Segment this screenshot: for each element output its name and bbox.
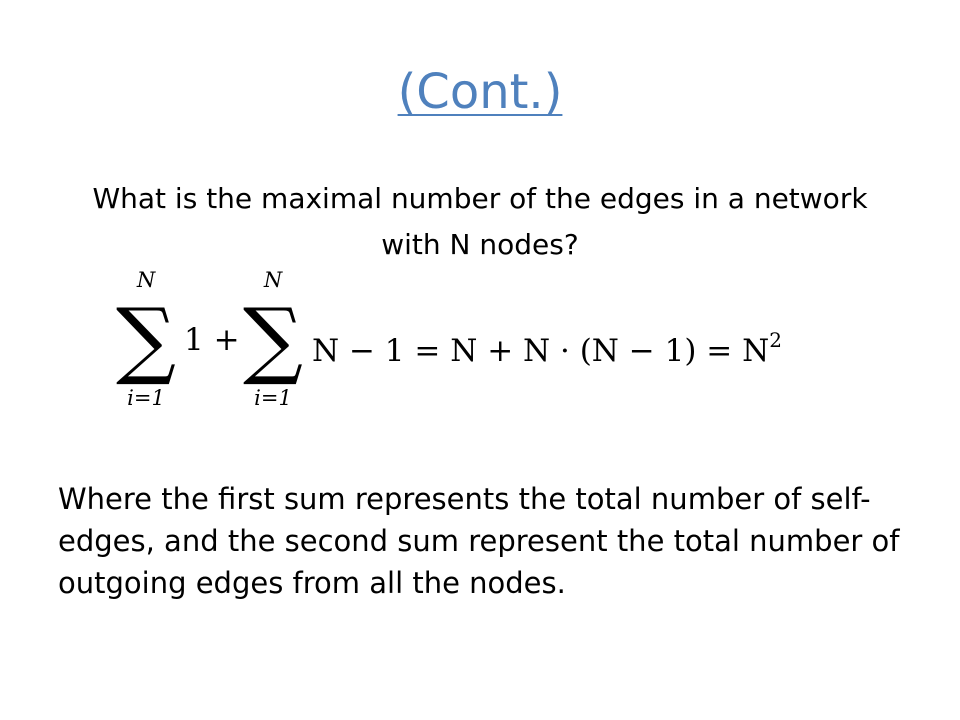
- explanation-text: Where the first sum represents the total…: [58, 482, 900, 600]
- slide-title[interactable]: (Cont.): [397, 64, 563, 120]
- sum1-upper-limit: N: [136, 268, 156, 292]
- sum2-body: N − 1 = N + N · (N − 1) = N2: [312, 320, 782, 371]
- sum1-body: 1 +: [184, 322, 240, 358]
- question-text: What is the maximal number of the edges …: [92, 182, 868, 261]
- sigma-symbols: ∑ ∑: [116, 290, 303, 388]
- formula: ∑ ∑ N i=1 1 + N i=1 N − 1 = N + N · (N −…: [0, 262, 960, 422]
- sigma-1: ∑: [116, 290, 176, 388]
- sigma-2: ∑: [243, 290, 303, 388]
- exponent: 2: [769, 328, 782, 352]
- sum2-upper-limit: N: [263, 268, 283, 292]
- sum1-lower-limit: i=1: [127, 386, 165, 410]
- sum2-lower-limit: i=1: [254, 386, 292, 410]
- sum2-expression: N − 1 = N + N · (N − 1) = N: [312, 333, 770, 369]
